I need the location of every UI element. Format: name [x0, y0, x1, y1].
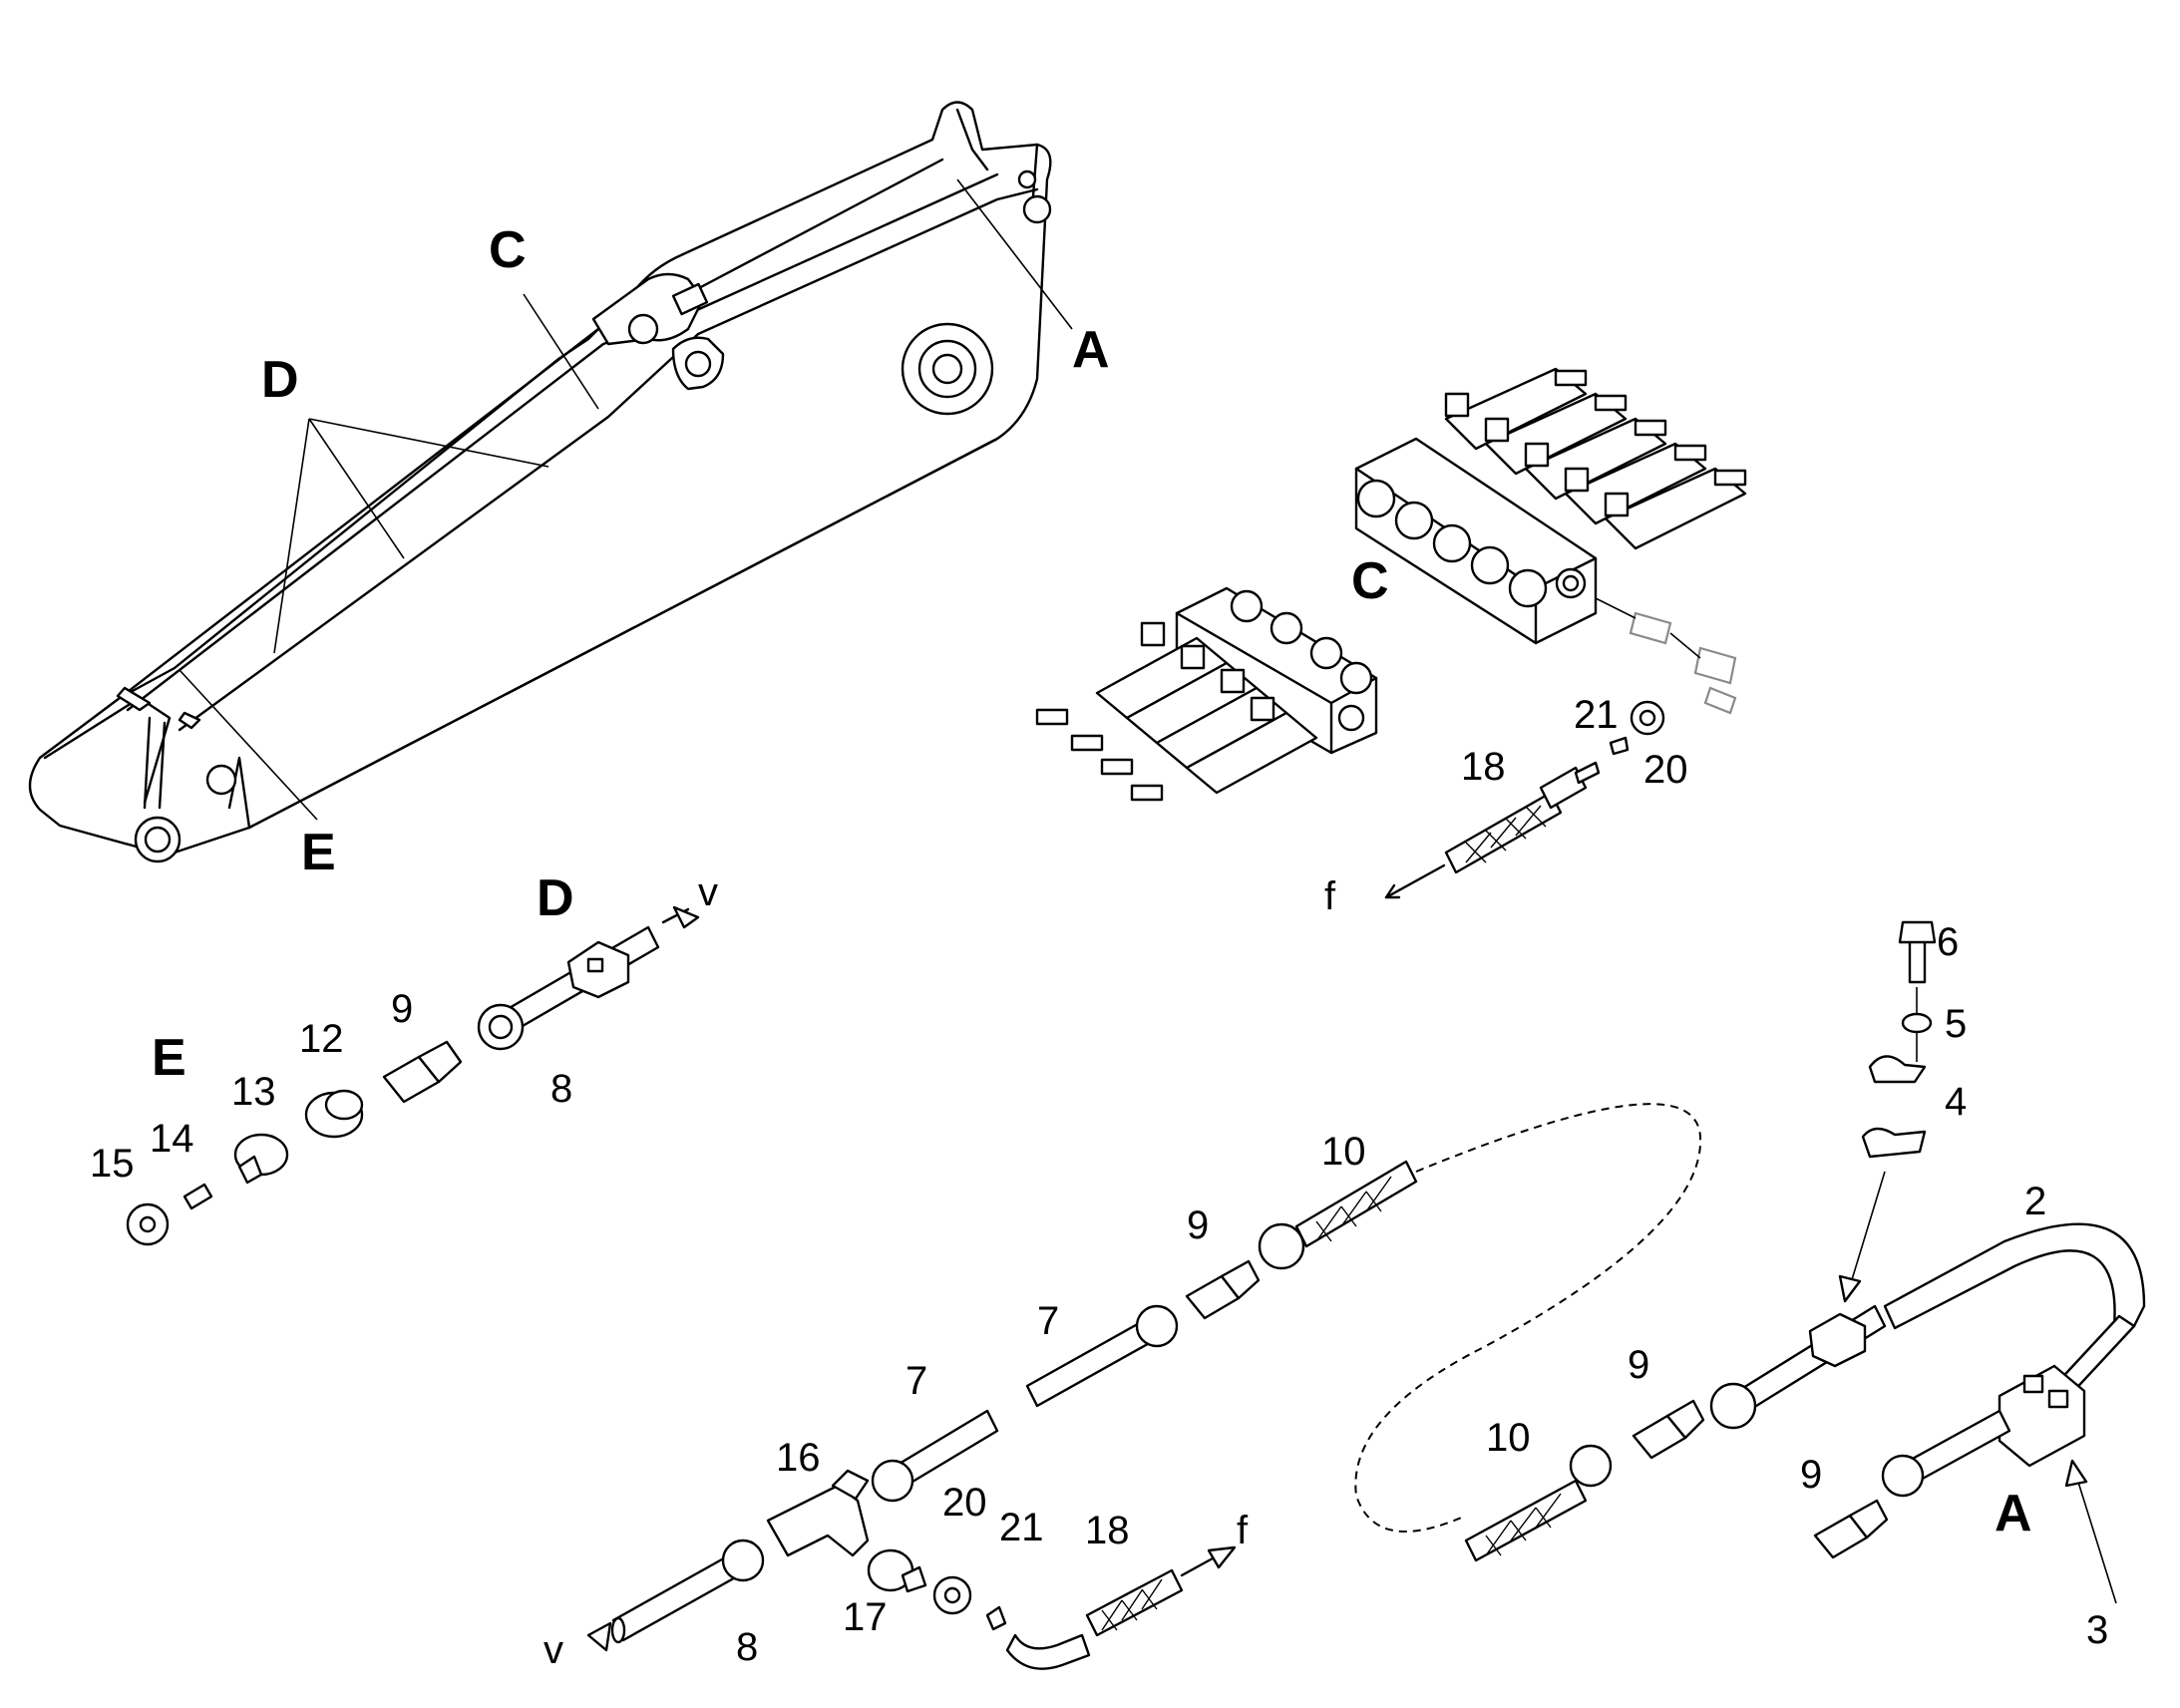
tube-clamp-d [477, 905, 700, 1051]
part-9-bottom-upper: 9 [1187, 1203, 1209, 1247]
part-21-c: 21 [1574, 693, 1619, 737]
bottom-line-assembly [586, 920, 2146, 1670]
part-21-bottom: 21 [999, 1506, 1044, 1549]
hose-assembly-c [1384, 700, 1665, 899]
callout-a-group: A [1995, 1485, 2032, 1542]
part-20-c: 20 [1643, 748, 1688, 792]
part-8-upper: 8 [550, 1067, 572, 1111]
labels: A C D E C D E A v v f f 2 3 4 5 6 7 7 8 … [90, 221, 2108, 1672]
part-2: 2 [2024, 1180, 2046, 1223]
part-13: 13 [231, 1070, 276, 1114]
part-9-near-a: 9 [1800, 1453, 1822, 1497]
fittings-e [126, 1040, 463, 1246]
flow-f-top: f [1324, 874, 1336, 918]
part-8-lower: 8 [736, 1625, 758, 1669]
part-7-lower: 7 [906, 1359, 927, 1403]
distributor-block-lower [1035, 586, 1378, 802]
flow-v-bottom: v [544, 1628, 563, 1672]
distributor-block-upper [1354, 367, 1747, 715]
callout-c-boom: C [489, 221, 527, 279]
callout-c-group: C [1351, 552, 1389, 610]
callout-a-boom: A [1072, 321, 1110, 379]
callout-d-boom: D [261, 351, 299, 409]
part-12: 12 [299, 1017, 344, 1061]
part-16: 16 [776, 1436, 821, 1480]
part-3: 3 [2086, 1608, 2108, 1652]
part-14: 14 [150, 1117, 194, 1161]
flow-f-bottom: f [1237, 1509, 1249, 1552]
callout-e-group: E [152, 1029, 186, 1087]
part-10-lower: 10 [1486, 1416, 1531, 1460]
part-9-bottom-right: 9 [1628, 1343, 1649, 1387]
part-6: 6 [1937, 920, 1959, 964]
part-15: 15 [90, 1142, 135, 1186]
part-18-c: 18 [1461, 745, 1506, 789]
part-4: 4 [1945, 1080, 1967, 1124]
part-17: 17 [843, 1595, 888, 1639]
callout-e-boom: E [301, 824, 336, 881]
part-20-bottom: 20 [942, 1481, 987, 1525]
boom-drawing [28, 101, 1073, 863]
part-5: 5 [1945, 1002, 1967, 1046]
part-9-e: 9 [391, 987, 413, 1031]
part-10-upper: 10 [1321, 1130, 1366, 1174]
flow-v-top: v [698, 870, 718, 914]
part-7-upper: 7 [1037, 1299, 1059, 1343]
part-18-bottom: 18 [1085, 1509, 1130, 1552]
callout-d-group: D [537, 869, 574, 927]
